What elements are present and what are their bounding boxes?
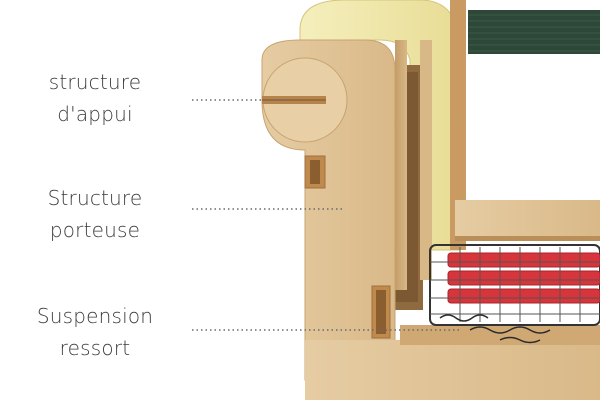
webbing-strap [468,10,600,54]
spring-coils [439,314,551,344]
label-load-bearing-structure: Structure porteuse [0,182,190,246]
label-line: structure [48,70,142,94]
back-rail [455,200,600,238]
label-line: ressort [59,336,131,360]
label-line: Suspension [36,304,154,328]
spring-suspension [429,244,600,326]
label-line: Structure [47,186,143,210]
label-line: d'appui [57,102,133,126]
label-spring-suspension: Suspension ressort [0,300,190,364]
base-rail [305,340,600,400]
red-springs [447,252,600,304]
wire-mesh [430,247,600,322]
label-support-structure: structure d'appui [0,66,190,130]
leader-lines [192,99,460,331]
rear-post [450,0,466,250]
label-line: porteuse [49,218,141,242]
